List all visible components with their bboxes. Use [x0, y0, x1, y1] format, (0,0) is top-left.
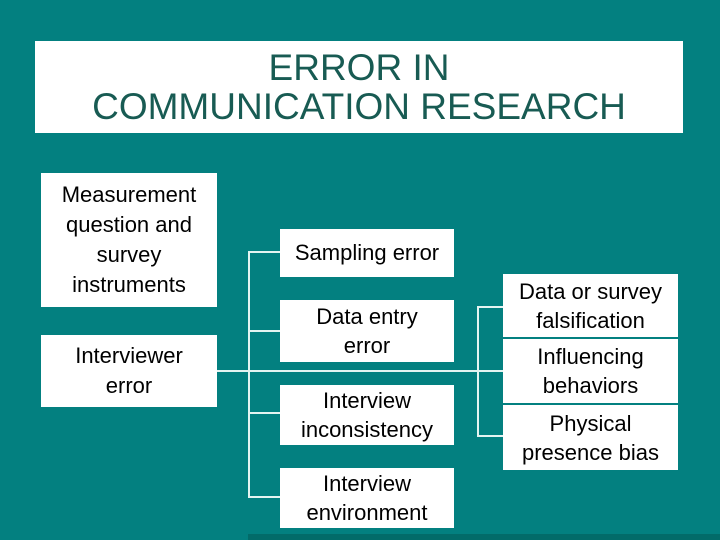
node-data-or-survey-falsification: Data or survey falsification: [503, 274, 678, 337]
connector-branch-falsification: [479, 306, 503, 308]
node-physical-presence-bias: Physical presence bias: [503, 405, 678, 470]
connector-branch-interview-environment: [250, 496, 280, 498]
node-sampling-error: Sampling error: [280, 229, 454, 277]
node-influencing-behaviors: Influencing behaviors: [503, 339, 678, 403]
connector-interviewer-to-right-tree: [217, 370, 503, 372]
node-interviewer-error: Interviewer error: [41, 335, 217, 407]
node-interview-inconsistency: Interview inconsistency: [280, 385, 454, 445]
node-measurement-question-survey-instruments: Measurement question and survey instrume…: [41, 173, 217, 307]
node-interview-environment: Interview environment: [280, 468, 454, 528]
node-data-entry-error: Data entry error: [280, 300, 454, 362]
slide-title-box: ERROR IN COMMUNICATION RESEARCH: [35, 41, 683, 133]
connector-right-vertical: [477, 306, 479, 437]
connector-branch-interview-inconsistency: [250, 412, 280, 414]
connector-branch-data-entry-error: [250, 330, 280, 332]
connector-middle-vertical: [248, 251, 250, 498]
connector-branch-sampling-error: [250, 251, 280, 253]
slide-title: ERROR IN COMMUNICATION RESEARCH: [92, 47, 626, 127]
connector-branch-physical-presence: [479, 435, 503, 437]
slide-bottom-edge-shadow: [248, 534, 720, 540]
